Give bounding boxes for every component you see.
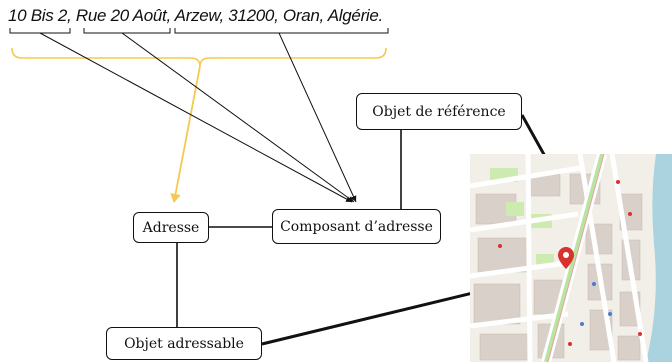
map-pin-icon [558,247,574,269]
connectors [176,130,402,327]
address-bracket [11,47,387,67]
node-objet-adressable: Objet adressable [106,327,262,360]
node-composant-adresse: Composant d’adresse [272,209,441,244]
arrow-locality [278,32,357,203]
address-text: 10 Bis 2, Rue 20 Août, Arzew, 31200, Ora… [8,6,383,25]
underline-street [83,28,171,34]
component-arrows [39,32,357,203]
underline-number [9,28,71,34]
street-map-thumbnail [470,154,672,362]
arrow-street [121,32,355,203]
node-adresse: Adresse [133,212,209,243]
underline-locality [174,28,389,34]
map-drawing [470,154,672,362]
arrow-number [39,32,353,203]
yellow-arrow [170,65,201,203]
node-objet-reference: Objet de référence [356,93,522,130]
component-underlines [9,28,389,34]
